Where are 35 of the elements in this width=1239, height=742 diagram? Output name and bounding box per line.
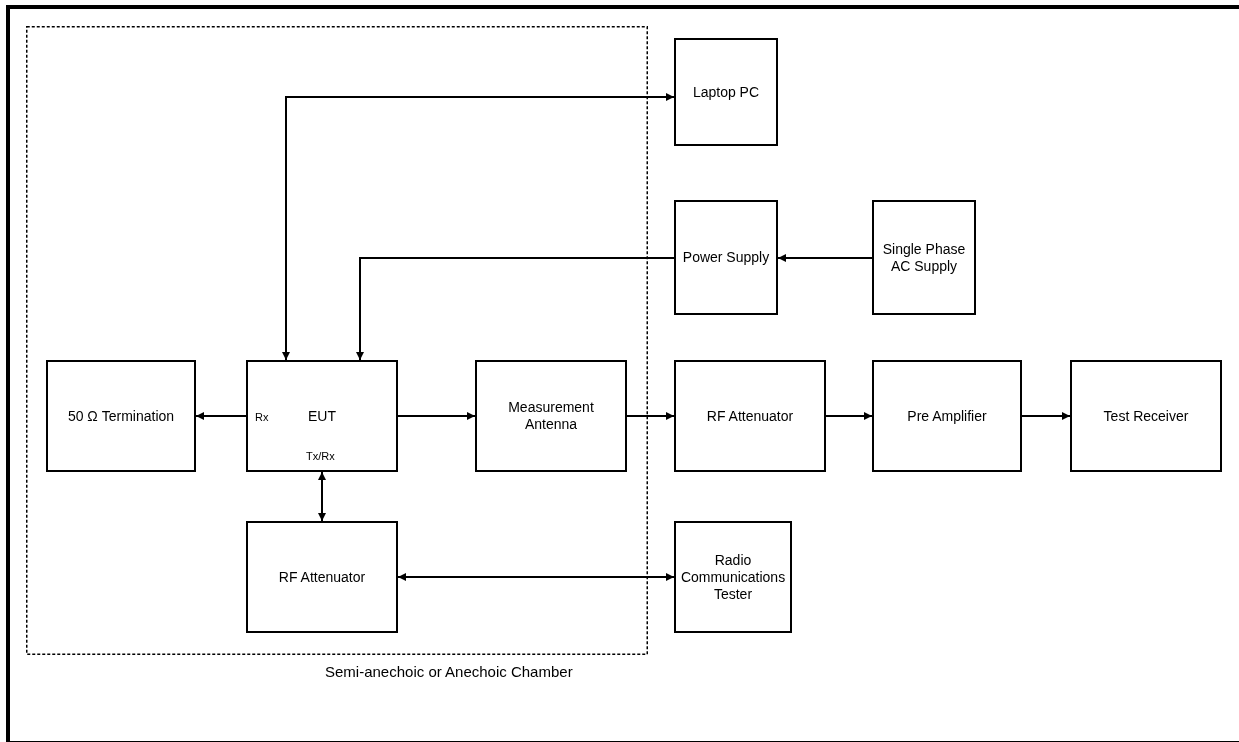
block-box — [872, 200, 976, 315]
chamber-label: Semi-anechoic or Anechoic Chamber — [325, 663, 573, 680]
block-box — [674, 38, 778, 146]
arrow — [1021, 412, 1071, 420]
arrow — [397, 412, 476, 420]
block-box — [46, 360, 196, 472]
block-label: Laptop PC — [692, 83, 760, 101]
block-box — [674, 360, 826, 472]
arrow — [195, 412, 247, 420]
arrow — [825, 412, 873, 420]
block-box — [1070, 360, 1222, 472]
block-box — [674, 521, 792, 633]
block-box — [872, 360, 1022, 472]
block-label: Pre Amplifier — [907, 407, 987, 425]
block-box — [246, 521, 398, 633]
block-label: RF Attenuator — [706, 407, 794, 425]
block-label: Test Receiver — [1103, 407, 1189, 425]
block-label: Radio Communications Tester — [680, 551, 786, 603]
block-label: 50 Ω Termination — [67, 407, 175, 425]
block-label: EUT — [308, 407, 336, 425]
port-label: Tx/Rx — [306, 449, 335, 464]
arrow — [397, 573, 675, 581]
block-box — [674, 200, 778, 315]
arrow — [282, 93, 675, 361]
block-label: Measurement Antenna — [507, 399, 595, 433]
block-box — [475, 360, 627, 472]
arrow — [318, 471, 326, 522]
block-label: Power Supply — [682, 249, 770, 266]
arrow — [626, 412, 675, 420]
arrow — [777, 254, 873, 262]
block-box — [246, 360, 398, 472]
block-label: RF Attenuator — [278, 568, 366, 586]
arrow — [356, 257, 675, 361]
port-label: Rx — [255, 410, 269, 425]
block-label: Single Phase AC Supply — [881, 240, 967, 275]
